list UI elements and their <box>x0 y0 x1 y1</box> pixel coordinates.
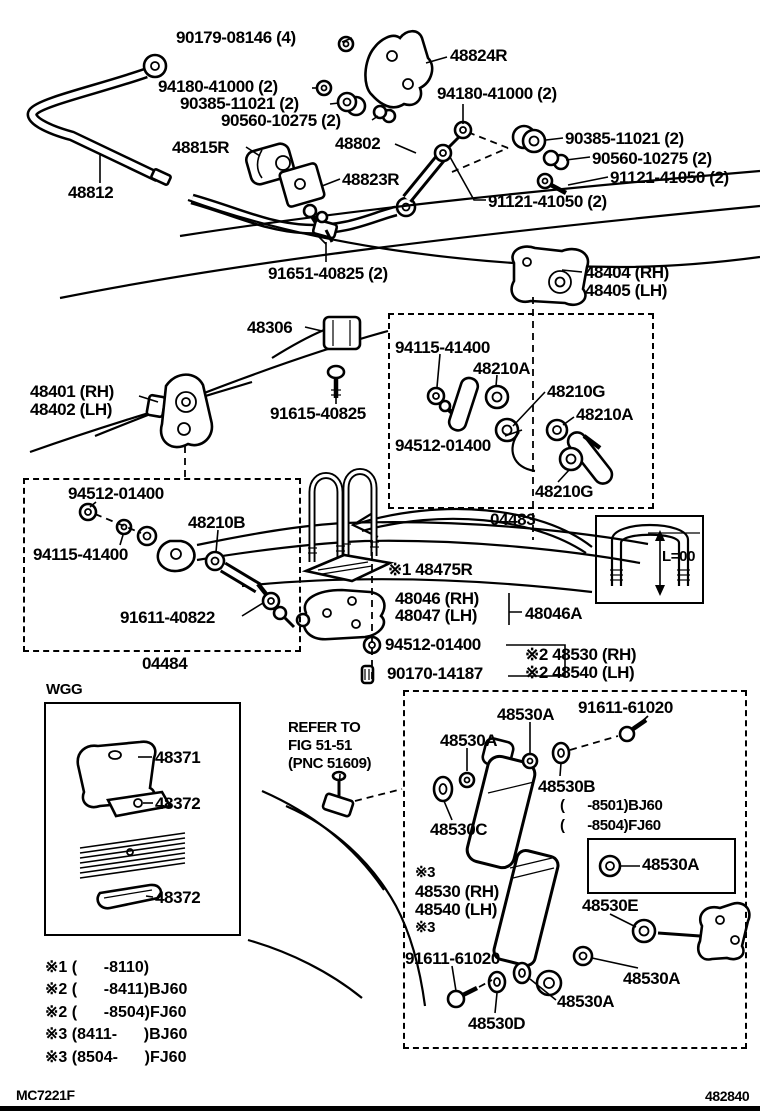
legend-line-1: ※1 ( -8110) <box>45 959 150 976</box>
part-label-94115-41400-b: 94115-41400 <box>33 545 128 564</box>
part-label-48047: 48047 (LH) <box>395 606 477 625</box>
legend-line-2: ※2 ( -8411)BJ60 <box>45 981 188 998</box>
part-label-94512-01400-b: 94512-01400 <box>68 484 164 503</box>
part-label-48530c: 48530C <box>430 820 488 839</box>
part-label-04484: 04484 <box>142 654 188 673</box>
bracket-48401-drawing <box>145 373 214 449</box>
applicability-note-bj60: ( -8501)BJ60 <box>560 797 663 814</box>
footnote-mark-x3-1: ※3 <box>415 864 436 881</box>
part-label-48371: 48371 <box>155 748 201 767</box>
refer-note-line3: (PNC 51609) <box>288 755 372 772</box>
u-bolts-drawing <box>308 468 379 562</box>
part-label-90170-14187: 90170-14187 <box>387 664 483 683</box>
bracket-48404-drawing <box>510 245 590 307</box>
clamp-91651-drawing <box>311 210 339 243</box>
part-label-48530a-4: 48530A <box>557 992 615 1011</box>
part-label-48404: 48404 (RH) <box>585 263 669 282</box>
part-label-91611-61020-a: 91611-61020 <box>578 698 673 717</box>
part-label-48530e: 48530E <box>582 896 639 915</box>
applicability-note-fj60: ( -8504)FJ60 <box>560 817 661 834</box>
arrow-04483-drawing <box>350 507 593 554</box>
part-label-48046a: 48046A <box>525 604 583 623</box>
part-label-48210g-1: 48210G <box>547 382 606 401</box>
part-label-48802: 48802 <box>335 134 381 153</box>
part-label-48540-x2: ※2 48540 (LH) <box>525 663 635 682</box>
legend-line-3: ※2 ( -8504)FJ60 <box>45 1004 187 1021</box>
part-label-48372-a: 48372 <box>155 794 201 813</box>
part-label-48823r: 48823R <box>342 170 400 189</box>
legend-line-4: ※3 (8411- )BJ60 <box>45 1026 188 1043</box>
part-label-48405: 48405 (LH) <box>585 281 667 300</box>
lower-frame-drawing <box>247 770 427 1007</box>
refer-note-line1: REFER TO <box>288 719 361 736</box>
leader-lines <box>89 37 640 1014</box>
wgg-tag: WGG <box>46 681 83 698</box>
refer-note-line2: FIG 51-51 <box>288 737 352 754</box>
ubolt-length-detail-drawing <box>610 524 700 596</box>
part-label-91121-41050-b: 91121-41050 (2) <box>488 192 607 211</box>
part-label-90560-10275-a: 90560-10275 (2) <box>221 111 341 130</box>
part-label-48530a-3: 48530A <box>623 969 681 988</box>
clamp-48306-drawing <box>271 315 362 398</box>
part-label-90179-08146: 90179-08146 (4) <box>176 28 296 47</box>
part-label-04483: 04483 <box>490 510 536 529</box>
footer-code-right: 482840 <box>705 1088 750 1104</box>
footer-code-left: MC7221F <box>16 1087 75 1103</box>
spring-seat-drawing <box>295 553 395 685</box>
part-label-48210a-1: 48210A <box>473 359 531 378</box>
part-label-91615-40825: 91615-40825 <box>270 404 366 423</box>
frame-lines-drawing <box>29 169 760 594</box>
part-label-90385-11021-b: 90385-11021 (2) <box>565 129 684 148</box>
top-fasteners-drawing <box>315 79 570 195</box>
part-label-48306: 48306 <box>247 318 293 337</box>
part-label-48046: 48046 (RH) <box>395 589 479 608</box>
kit-04484-drawing <box>78 502 296 629</box>
page-bottom-rule <box>0 1106 760 1111</box>
part-label-91121-41050-a: 91121-41050 (2) <box>610 168 729 187</box>
part-label-91611-61020-b: 91611-61020 <box>405 949 500 968</box>
part-label-48530d: 48530D <box>468 1014 526 1033</box>
part-label-48540-lh: 48540 (LH) <box>415 900 497 919</box>
shock-absorber-drawing <box>432 718 751 1009</box>
part-label-91651-40825: 91651-40825 (2) <box>268 264 388 283</box>
part-label-48372-b: 48372 <box>155 888 201 907</box>
part-label-48402: 48402 (LH) <box>30 400 112 419</box>
part-label-90560-10275-b: 90560-10275 (2) <box>592 149 712 168</box>
part-label-48530a-boxed: 48530A <box>642 855 700 874</box>
legend-line-5: ※3 (8504- )FJ60 <box>45 1049 187 1066</box>
part-label-48824r: 48824R <box>450 46 508 65</box>
part-label-48475r: ※1 48475R <box>388 560 473 579</box>
footnote-mark-x3-2: ※3 <box>415 919 436 936</box>
part-label-48530a-2: 48530A <box>440 731 498 750</box>
part-label-90385-11021-a: 90385-11021 (2) <box>180 94 299 113</box>
part-label-94180-41000-a: 94180-41000 (2) <box>158 77 278 96</box>
part-label-48210b: 48210B <box>188 513 246 532</box>
part-label-48530-x2: ※2 48530 (RH) <box>525 645 637 664</box>
part-label-91611-40822: 91611-40822 <box>120 608 215 627</box>
shackle-48210-drawing <box>426 376 614 485</box>
part-label-48815r: 48815R <box>172 138 230 157</box>
part-label-48210a-2: 48210A <box>576 405 634 424</box>
part-label-94180-41000-b: 94180-41000 (2) <box>437 84 557 103</box>
part-label-94512-01400-c: 94512-01400 <box>385 635 481 654</box>
part-label-48401: 48401 (RH) <box>30 382 114 401</box>
dashed-connectors <box>94 132 649 988</box>
part-label-48530-rh: 48530 (RH) <box>415 882 499 901</box>
part-label-94512-01400-a: 94512-01400 <box>395 436 491 455</box>
ubolt-length-tag: L=00 <box>662 548 696 565</box>
wgg-parts-drawing <box>76 740 186 910</box>
part-label-48530a-1: 48530A <box>497 705 555 724</box>
part-label-48530b: 48530B <box>538 777 596 796</box>
bracket-48824r-drawing <box>337 29 434 109</box>
part-label-94115-41400-a: 94115-41400 <box>395 338 490 357</box>
part-label-48812: 48812 <box>68 183 114 202</box>
part-label-48210g-2: 48210G <box>535 482 594 501</box>
